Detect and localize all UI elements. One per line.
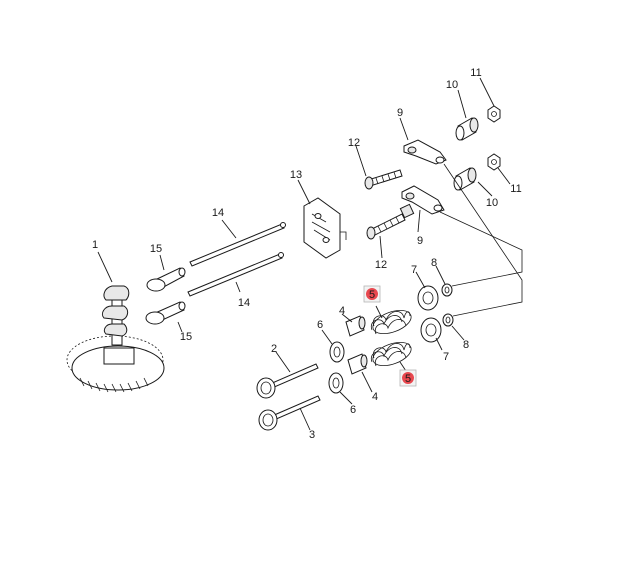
callout-6-lower[interactable]: 6 <box>350 404 356 416</box>
tappet-part-15-upper[interactable] <box>146 267 186 292</box>
rocker-stud-part-12-upper[interactable] <box>364 169 403 190</box>
callout-15-upper[interactable]: 15 <box>150 243 162 255</box>
callout-10-lower[interactable]: 10 <box>486 197 498 209</box>
valve-part-3[interactable] <box>258 395 321 431</box>
guide-plate-part-13[interactable] <box>303 197 347 259</box>
callout-12-upper[interactable]: 12 <box>348 137 360 149</box>
rocker-arm-part-9-lower[interactable] <box>401 185 445 215</box>
rocker-arm-part-9-upper[interactable] <box>403 139 447 165</box>
callout-8-upper[interactable]: 8 <box>431 257 437 269</box>
spring-retainer-part-7-lower[interactable] <box>420 317 442 343</box>
callout-1[interactable]: 1 <box>92 239 98 251</box>
pushrod-part-14-lower[interactable] <box>187 252 284 297</box>
leader-lines <box>97 77 511 431</box>
washer-part-6-lower[interactable] <box>328 372 344 394</box>
valve-cap-part-8-lower[interactable] <box>442 313 454 327</box>
tappet-part-15-lower[interactable] <box>145 301 186 325</box>
pushrod-part-14-upper[interactable] <box>189 222 286 267</box>
callout-7-lower[interactable]: 7 <box>443 351 449 363</box>
valve-spring-part-5-lower[interactable] <box>370 338 414 370</box>
callout-5-lower: 5 <box>405 373 411 385</box>
valve-part-2[interactable] <box>256 363 319 399</box>
callout-7-upper[interactable]: 7 <box>411 264 417 276</box>
callout-14-lower[interactable]: 14 <box>238 297 250 309</box>
pivot-part-10-upper[interactable] <box>455 117 479 141</box>
callout-11-lower[interactable]: 11 <box>510 183 521 195</box>
callout-11-upper[interactable]: 11 <box>470 67 481 79</box>
callout-3[interactable]: 3 <box>309 429 315 441</box>
callout-10-upper[interactable]: 10 <box>446 79 458 91</box>
pivot-part-10-lower[interactable] <box>453 167 477 191</box>
callout-12-lower[interactable]: 12 <box>375 259 387 271</box>
callout-4-lower[interactable]: 4 <box>372 391 378 403</box>
callout-9-lower[interactable]: 9 <box>417 235 423 247</box>
valve-spring-part-5-upper[interactable] <box>370 306 414 338</box>
highlight-part-5-upper[interactable]: 5 <box>363 285 381 303</box>
callout-8-lower[interactable]: 8 <box>463 339 469 351</box>
callout-9-upper[interactable]: 9 <box>397 107 403 119</box>
highlight-part-5-lower[interactable]: 5 <box>399 369 417 387</box>
callout-2[interactable]: 2 <box>271 343 277 355</box>
callout-14-upper[interactable]: 14 <box>212 207 224 219</box>
valve-cap-part-8-upper[interactable] <box>441 283 453 297</box>
callout-5-upper: 5 <box>369 289 375 301</box>
callout-15-lower[interactable]: 15 <box>180 331 192 343</box>
callout-labels: 1 2 3 4 4 6 6 7 7 8 8 9 9 10 10 11 11 12… <box>92 67 522 441</box>
nut-part-11-lower[interactable] <box>487 153 501 171</box>
camshaft-part-1[interactable] <box>66 285 165 393</box>
rocker-stud-part-12-lower[interactable] <box>366 203 415 240</box>
callout-6-upper[interactable]: 6 <box>317 319 323 331</box>
callout-4-upper[interactable]: 4 <box>339 305 345 317</box>
callout-13[interactable]: 13 <box>290 169 302 181</box>
valve-seal-part-4-lower[interactable] <box>347 353 368 375</box>
washer-part-6-upper[interactable] <box>329 341 345 363</box>
spring-retainer-part-7-upper[interactable] <box>417 285 439 311</box>
nut-part-11-upper[interactable] <box>487 105 501 123</box>
